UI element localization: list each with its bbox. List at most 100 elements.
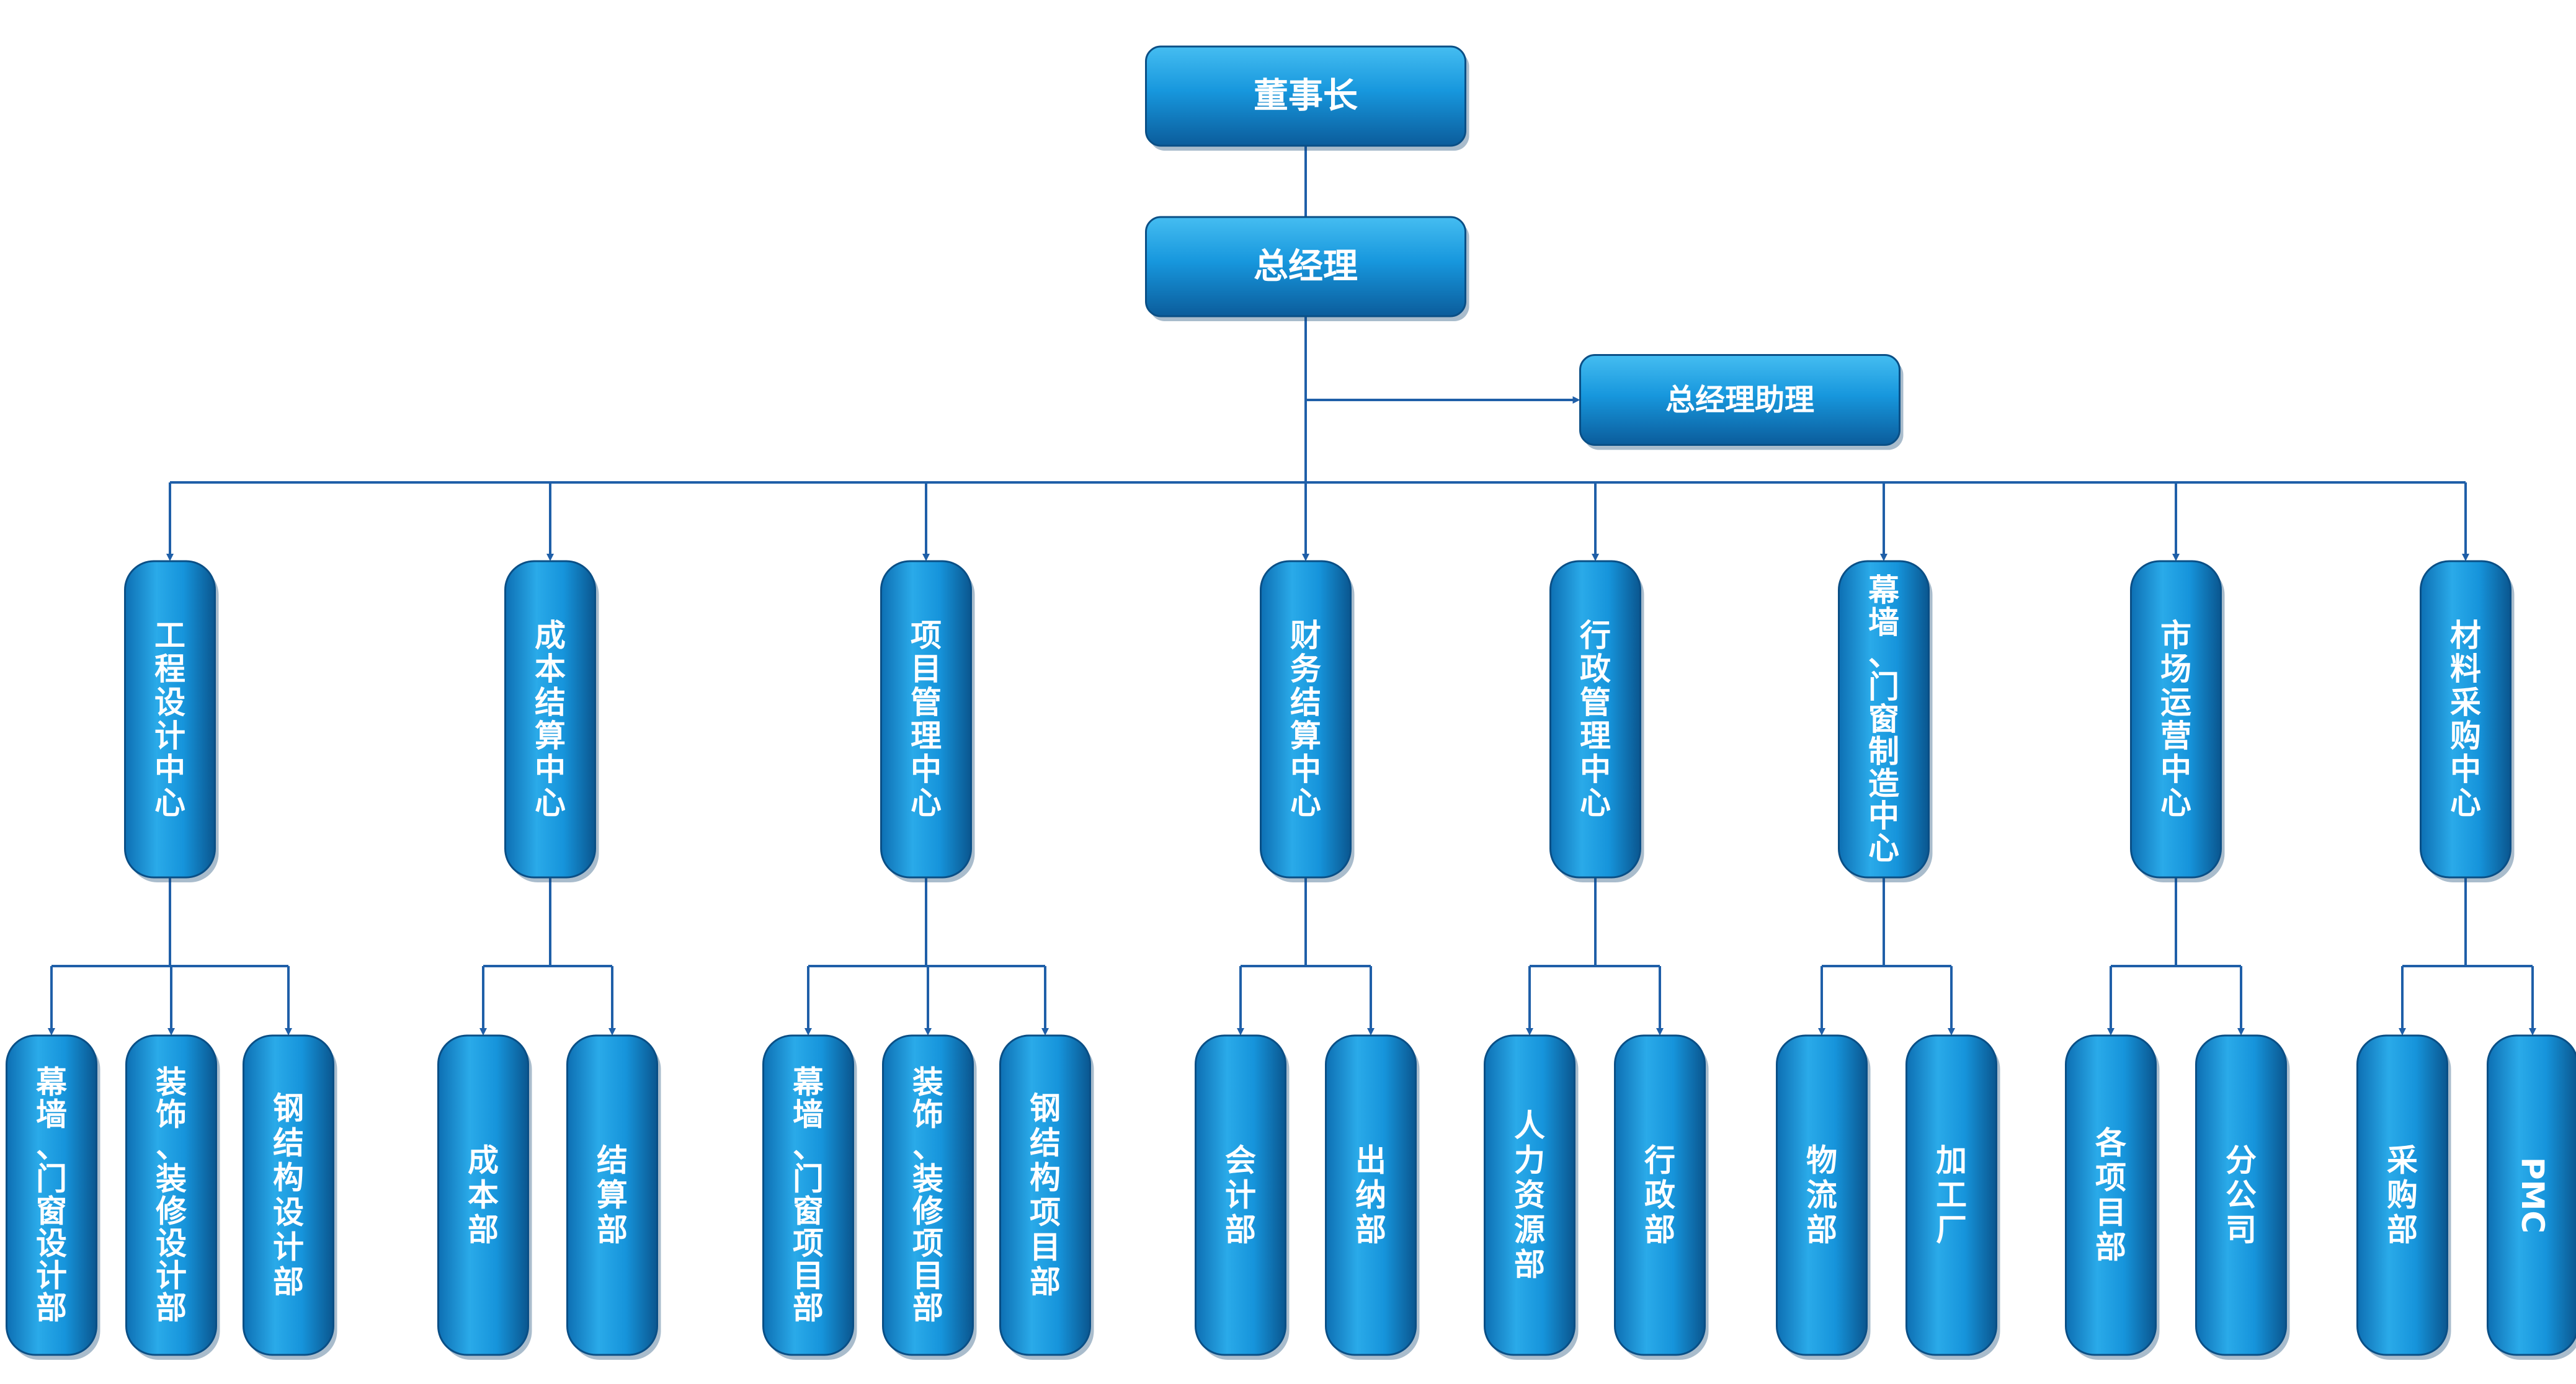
dept-box-4-0-char: 力 xyxy=(1514,1143,1545,1179)
dept-box-5-0-label: 物流部 xyxy=(1806,1143,1837,1248)
center-box-7-char: 采 xyxy=(2450,685,2481,721)
dept-box-4-1-char: 政 xyxy=(1644,1178,1675,1213)
center-box-2-char: 理 xyxy=(911,718,942,754)
dept-box-0-0-label: 幕墙、门窗设计部 xyxy=(35,1065,68,1326)
dept-box-2-0-char: 、 xyxy=(793,1129,824,1165)
dept-box-4-0-char: 部 xyxy=(1514,1247,1545,1283)
dept-box-2-2-char: 钢 xyxy=(1030,1091,1061,1127)
dept-box-0-1-shape xyxy=(125,1034,217,1356)
dept-box-1-1-char: 算 xyxy=(597,1178,628,1213)
center-box-0-shape xyxy=(124,560,216,879)
dept-box-1-1-char: 部 xyxy=(597,1212,628,1248)
dept-box-2-1-char: 装 xyxy=(912,1161,943,1197)
dept-box-2-1-char: 装 xyxy=(912,1065,943,1101)
dept-box-2-1-char: 、 xyxy=(912,1129,943,1165)
dept-box-6-1-char: 公 xyxy=(2226,1178,2257,1213)
dept-box-0-1-char: 部 xyxy=(156,1290,187,1326)
dept-box-2-0-label: 幕墙、门窗项目部 xyxy=(792,1065,824,1326)
dept-box-6-1-char: 分 xyxy=(2226,1143,2257,1179)
gm-box-shape xyxy=(1145,216,1466,317)
dept-box-6-0-char: 部 xyxy=(2095,1230,2126,1266)
center-box-3-char: 中 xyxy=(1290,752,1321,787)
center-box-7-shape xyxy=(2420,560,2511,879)
dept-box-0-1-char: 设 xyxy=(156,1226,187,1262)
dept-box-2-1: 装饰、装修项目部 xyxy=(882,1034,977,1360)
center-box-5-label: 幕墙、门窗制造中心 xyxy=(1868,572,1900,866)
center-box-5-char: 门 xyxy=(1868,669,1899,705)
dept-box-6-1-shape xyxy=(2195,1034,2287,1356)
dept-box-4-0-label: 人力资源部 xyxy=(1514,1108,1545,1283)
dept-box-5-1: 加工厂 xyxy=(1905,1034,2000,1360)
dept-box-0-1-char: 装 xyxy=(156,1065,187,1101)
center-box-5-char: 制 xyxy=(1868,734,1899,770)
center-box-0: 工程设计中心 xyxy=(124,560,219,882)
dept-box-0-1: 装饰、装修设计部 xyxy=(125,1034,220,1360)
dept-box-3-0-char: 部 xyxy=(1225,1212,1256,1248)
dept-box-4-1-label: 行政部 xyxy=(1644,1143,1675,1248)
dept-box-4-1-char: 部 xyxy=(1644,1212,1675,1248)
dept-box-2-1-label: 装饰、装修项目部 xyxy=(912,1065,944,1326)
center-box-0-char: 设 xyxy=(154,685,185,721)
center-box-1-char: 心 xyxy=(535,785,566,821)
dept-box-3-1-label: 出纳部 xyxy=(1355,1143,1386,1248)
dept-box-0-0-char: 、 xyxy=(36,1129,67,1165)
dept-box-7-1: PMC xyxy=(2487,1034,2576,1360)
dept-box-1-0-char: 部 xyxy=(468,1212,499,1248)
dept-box-2-0-char: 部 xyxy=(793,1290,824,1326)
center-box-1-shape xyxy=(504,560,596,879)
dept-box-2-2-char: 目 xyxy=(1030,1230,1061,1266)
dept-box-4-0-char: 资 xyxy=(1514,1178,1545,1213)
center-box-6-char: 市 xyxy=(2160,618,2191,654)
dept-box-0-2-char: 结 xyxy=(273,1125,304,1161)
center-box-4: 行政管理中心 xyxy=(1549,560,1644,882)
center-box-5-char: 墙 xyxy=(1868,605,1899,641)
dept-box-2-2-label: 钢结构项目部 xyxy=(1030,1091,1061,1300)
dept-box-5-0-char: 流 xyxy=(1806,1178,1837,1213)
dept-box-2-1-char: 饰 xyxy=(912,1097,943,1133)
dept-box-5-1-char: 工 xyxy=(1936,1178,1967,1213)
dept-box-1-1-char: 结 xyxy=(597,1143,628,1179)
dept-box-7-0-char: 部 xyxy=(2387,1212,2418,1248)
dept-box-2-0-shape xyxy=(762,1034,854,1356)
dept-box-5-1-char: 厂 xyxy=(1936,1212,1967,1248)
center-box-5-shape xyxy=(1838,560,1930,879)
dept-box-2-0-char: 门 xyxy=(793,1161,824,1197)
center-box-1-char: 中 xyxy=(535,752,566,787)
center-box-2-shape xyxy=(880,560,972,879)
center-box-1-char: 结 xyxy=(535,685,566,721)
center-box-2-char: 项 xyxy=(911,618,942,654)
dept-box-2-1-char: 目 xyxy=(912,1258,943,1294)
dept-box-0-0-char: 幕 xyxy=(35,1065,68,1101)
dept-box-3-0-char: 会 xyxy=(1225,1143,1256,1179)
dept-box-0-1-char: 计 xyxy=(156,1258,187,1294)
center-box-0-char: 心 xyxy=(154,785,185,821)
dept-box-0-1-char: 、 xyxy=(156,1129,187,1165)
dept-box-6-1-label: 分公司 xyxy=(2226,1143,2257,1248)
center-box-5: 幕墙、门窗制造中心 xyxy=(1838,560,1933,882)
center-box-3: 财务结算中心 xyxy=(1260,560,1355,882)
dept-box-6-0: 各项目部 xyxy=(2065,1034,2160,1360)
dept-box-1-0-label: 成本部 xyxy=(468,1143,499,1248)
center-box-1: 成本结算中心 xyxy=(504,560,599,882)
center-box-2-char: 中 xyxy=(911,752,942,787)
dept-box-1-1-shape xyxy=(566,1034,658,1356)
dept-box-4-1: 行政部 xyxy=(1614,1034,1709,1360)
dept-box-7-0-shape xyxy=(2356,1034,2448,1356)
dept-box-2-1-char: 项 xyxy=(912,1226,943,1262)
dept-box-7-1-label: PMC xyxy=(2515,1157,2551,1233)
dept-box-0-0-char: 计 xyxy=(36,1258,67,1294)
org-nodes: 董事长总经理总经理助理工程设计中心幕墙、门窗设计部装饰、装修设计部钢结构设计部成… xyxy=(6,45,2576,1360)
dept-box-0-0-char: 部 xyxy=(36,1290,67,1326)
center-box-7-char: 购 xyxy=(2450,718,2481,754)
dept-box-0-0-char: 窗 xyxy=(36,1194,67,1230)
dept-box-0-2-char: 计 xyxy=(273,1230,304,1266)
center-box-1-char: 算 xyxy=(535,718,566,754)
dept-box-2-2-char: 项 xyxy=(1030,1195,1061,1231)
dept-box-3-0-shape xyxy=(1195,1034,1286,1356)
dept-box-6-0-label: 各项目部 xyxy=(2095,1125,2127,1266)
center-box-4-char: 行 xyxy=(1580,618,1611,654)
dept-box-2-0: 幕墙、门窗项目部 xyxy=(762,1034,857,1360)
dept-box-2-0-char: 目 xyxy=(793,1258,824,1294)
center-box-0-char: 程 xyxy=(154,651,185,687)
